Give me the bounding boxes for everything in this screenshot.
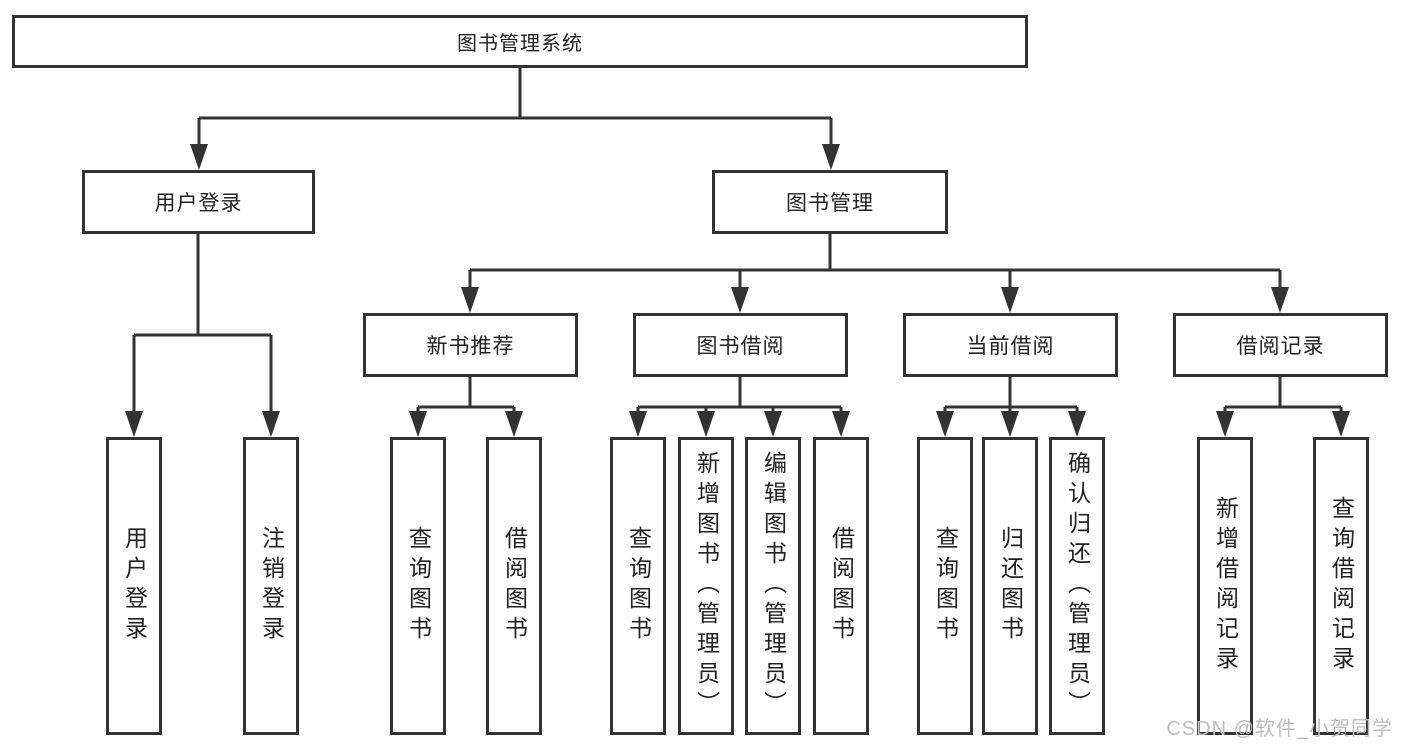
leaf-edit-books-admin: 编辑图书（管理员） xyxy=(745,437,801,735)
leaf-user-login: 用户登录 xyxy=(106,437,162,735)
leaf-add-books-admin: 新增图书（管理员） xyxy=(678,437,734,735)
node-borrow-records-label: 借阅记录 xyxy=(1236,335,1325,358)
leaf-return-books: 归还图书 xyxy=(982,437,1038,735)
node-borrow-records: 借阅记录 xyxy=(1173,313,1388,377)
leaf-logout: 注销登录 xyxy=(243,437,299,735)
leaf-query-books-current-label: 查询图书 xyxy=(932,526,959,646)
leaf-query-books-recommend: 查询图书 xyxy=(390,437,446,735)
arrowheads xyxy=(125,144,1350,437)
leaf-logout-label: 注销登录 xyxy=(258,526,285,646)
leaf-add-borrow-record-label: 新增借阅记录 xyxy=(1212,496,1239,676)
node-book-borrow: 图书借阅 xyxy=(633,313,848,377)
leaf-query-borrow-record: 查询借阅记录 xyxy=(1313,437,1369,735)
node-current-borrow: 当前借阅 xyxy=(903,313,1118,377)
leaf-borrow-books-recommend: 借阅图书 xyxy=(486,437,542,735)
leaf-user-login-label: 用户登录 xyxy=(121,526,148,646)
node-new-book-recommend-label: 新书推荐 xyxy=(426,335,515,358)
leaf-query-books-borrow-label: 查询图书 xyxy=(625,526,652,646)
node-root-label: 图书管理系统 xyxy=(457,33,583,55)
leaf-borrow-books: 借阅图书 xyxy=(813,437,869,735)
leaf-borrow-books-label: 借阅图书 xyxy=(828,526,855,646)
node-new-book-recommend: 新书推荐 xyxy=(363,313,578,377)
leaf-edit-books-admin-label: 编辑图书（管理员） xyxy=(760,451,787,721)
node-user-login: 用户登录 xyxy=(82,170,315,234)
leaf-confirm-return-admin: 确认归还（管理员） xyxy=(1049,437,1105,735)
node-root: 图书管理系统 xyxy=(12,15,1028,68)
leaf-query-books-current: 查询图书 xyxy=(917,437,973,735)
leaf-query-books-recommend-label: 查询图书 xyxy=(405,526,432,646)
leaf-confirm-return-admin-label: 确认归还（管理员） xyxy=(1064,451,1091,721)
node-book-management-label: 图书管理 xyxy=(786,192,874,215)
node-book-borrow-label: 图书借阅 xyxy=(696,335,785,358)
leaf-query-books-borrow: 查询图书 xyxy=(610,437,666,735)
leaf-return-books-label: 归还图书 xyxy=(997,526,1024,646)
node-book-management: 图书管理 xyxy=(712,170,948,234)
node-user-login-label: 用户登录 xyxy=(154,192,243,215)
leaf-add-books-admin-label: 新增图书（管理员） xyxy=(693,451,720,721)
leaf-borrow-books-recommend-label: 借阅图书 xyxy=(501,526,528,646)
csdn-watermark: CSDN @软件_小贺同学 xyxy=(1166,718,1393,740)
leaf-query-borrow-record-label: 查询借阅记录 xyxy=(1328,496,1355,676)
leaf-add-borrow-record: 新增借阅记录 xyxy=(1197,437,1253,735)
node-current-borrow-label: 当前借阅 xyxy=(966,335,1055,358)
